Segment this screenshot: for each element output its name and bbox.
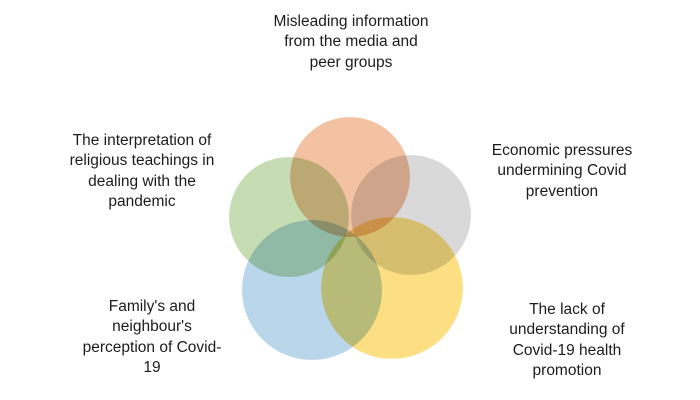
venn-label-religious-teachings: The interpretation of religious teaching… <box>69 132 215 211</box>
venn-label-economic-pressures: Economic pressures undermining Covid pre… <box>491 142 633 200</box>
venn-label-misleading-information: Misleading information from the media an… <box>273 13 429 71</box>
venn-label-lack-of-understanding: The lack of understanding of Covid-19 he… <box>509 301 625 380</box>
venn-label-family-neighbour-perception: Family's and neighbour's perception of C… <box>82 298 222 377</box>
venn-circle-lack-of-understanding <box>318 214 466 362</box>
